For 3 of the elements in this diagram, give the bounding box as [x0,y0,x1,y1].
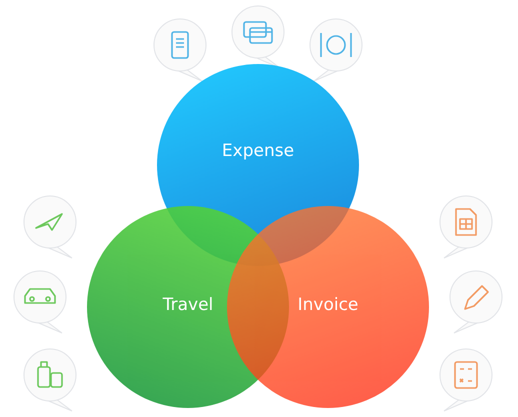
circle-label: Travel [162,295,214,315]
circle-label: Invoice [296,295,360,315]
circle-label: Expense [220,141,296,161]
